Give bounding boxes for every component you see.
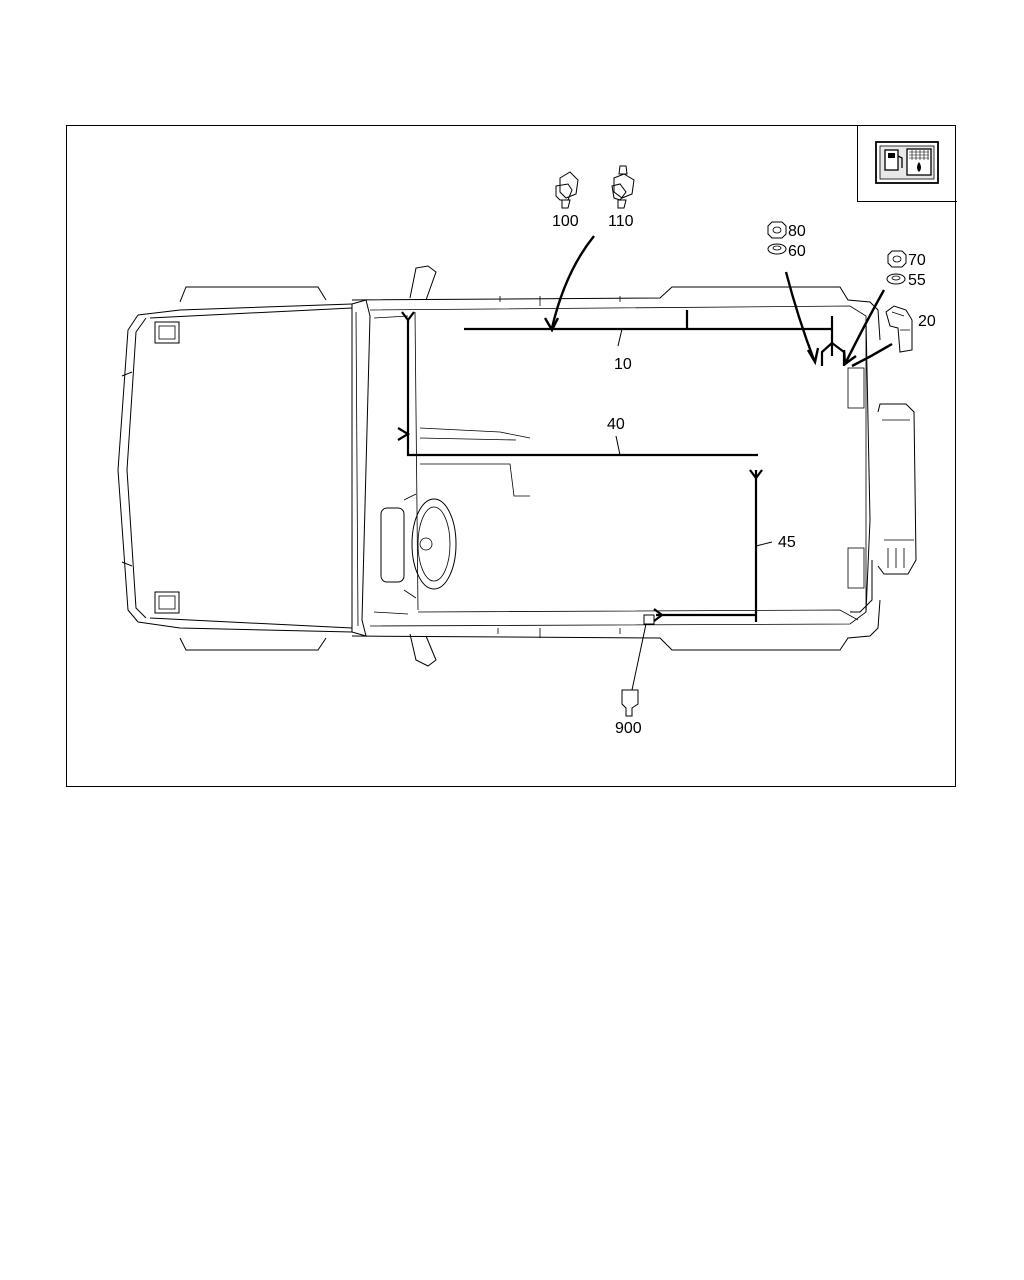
part-110-clip-icon [611,165,635,209]
part-60-washer-icon [767,243,787,255]
callout-60: 60 [788,243,806,260]
callout-70: 70 [908,252,926,269]
callout-110: 110 [608,213,634,230]
fuel-pump-tank-icon [875,141,939,184]
callout-10: 10 [614,356,632,373]
part-80-nut-icon [767,221,787,239]
callout-55: 55 [908,272,926,289]
part-900-connector-icon [621,689,639,717]
part-55-washer-icon [886,273,906,285]
part-100-clip-icon [555,171,579,209]
callout-900: 900 [615,720,642,737]
callout-100: 100 [552,213,579,230]
callout-40: 40 [607,416,625,433]
vehicle-outline [117,265,917,667]
fuel-line-40 [406,318,758,457]
callout-20: 20 [918,313,936,330]
callout-45: 45 [778,534,796,551]
part-20-elbow-icon [885,305,913,353]
part-70-nut-icon [887,250,907,268]
symbol-box [857,125,957,202]
diagram-frame [66,125,956,787]
callout-80: 80 [788,223,806,240]
leader-lines [543,235,893,691]
